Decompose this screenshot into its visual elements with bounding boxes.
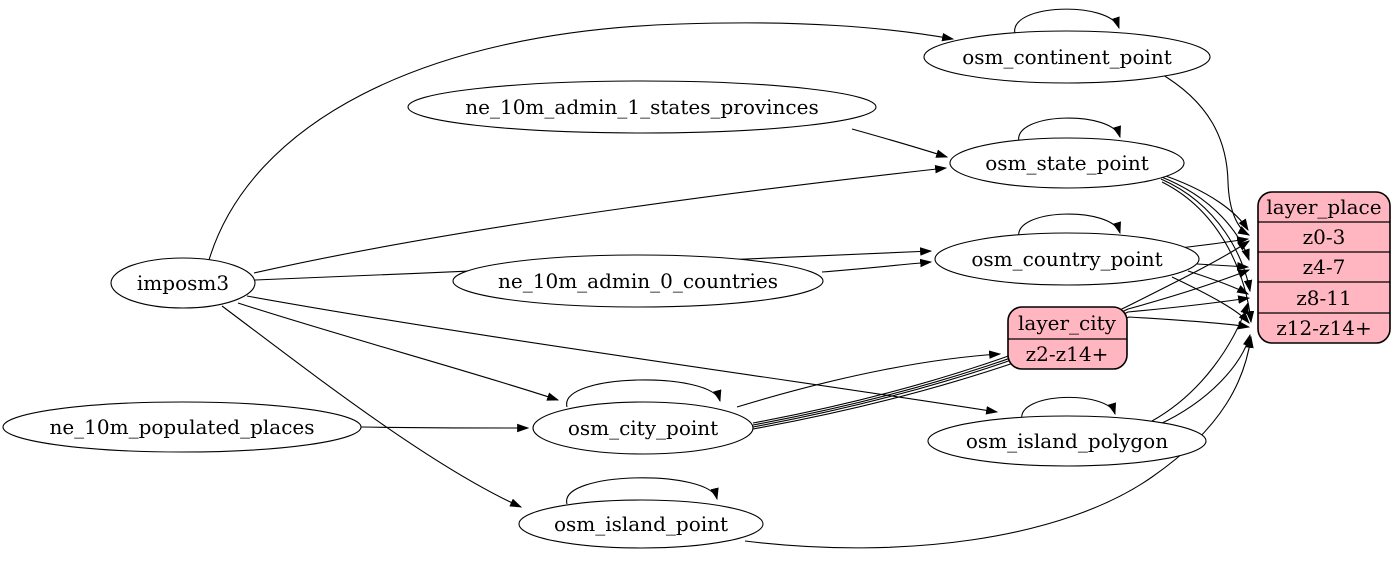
edge-osm_state_point-to-layer_place-z4-7 — [1158, 175, 1250, 262]
record-layer_place-box — [1257, 191, 1391, 344]
record-layer_place-row-z0-3: z0-3 — [1303, 225, 1346, 249]
node-osm_island_point-label: osm_island_point — [554, 512, 728, 536]
record-layer_city-box — [1007, 306, 1128, 370]
node-osm_island_point: osm_island_point — [518, 499, 764, 549]
node-imposm3: imposm3 — [110, 257, 256, 309]
edge-imposm3-to-osm_state_point — [253, 164, 948, 274]
self-loop-osm_island_point — [566, 477, 719, 505]
node-ne_10m_admin_1_states_provinces: ne_10m_admin_1_states_provinces — [407, 80, 877, 134]
node-ne_10m_admin_0_countries: ne_10m_admin_0_countries — [452, 254, 824, 308]
node-osm_state_point-label: osm_state_point — [985, 151, 1149, 175]
node-osm_country_point-label: osm_country_point — [971, 247, 1162, 271]
node-osm_city_point-label: osm_city_point — [568, 416, 718, 440]
edge-osm_country_point-to-layer_place-z8-11 — [1187, 270, 1250, 295]
node-osm_continent_point: osm_continent_point — [923, 30, 1211, 84]
edge-imposm3-to-osm_continent_point — [208, 22, 955, 261]
edge-osm_country_point-to-layer_place-z4-7 — [1196, 262, 1250, 271]
record-layer_city: layer_city z2-z14+ — [1007, 306, 1128, 370]
node-osm_country_point-shape — [934, 232, 1200, 286]
node-ne_10m_admin_1_states_provinces-label: ne_10m_admin_1_states_provinces — [465, 95, 818, 119]
node-osm_city_point: osm_city_point — [532, 401, 754, 455]
edge-osm_country_point-to-layer_place-z0-3 — [1179, 236, 1250, 249]
node-osm_state_point: osm_state_point — [949, 137, 1185, 189]
edge-ne_10m_populated_places-to-osm_city_point — [360, 423, 530, 433]
edge-imposm3-to-osm_island_polygon — [246, 295, 999, 415]
node-osm_continent_point-label: osm_continent_point — [962, 45, 1172, 69]
edge-ne_10m_admin_0_countries-to-osm_country_point — [821, 258, 933, 273]
edge-osm_state_point-to-layer_place-z12-z14 — [1161, 181, 1255, 324]
record-layer_place: layer_place z0-3 z4-7 z8-11 z12-z14+ — [1257, 191, 1391, 344]
edge-osm_island_point-to-layer_place-z12-z14 — [744, 335, 1254, 549]
node-osm_island_polygon-label: osm_island_polygon — [966, 429, 1168, 453]
node-osm_island_point-shape — [518, 499, 764, 549]
node-osm_continent_point-shape — [923, 30, 1211, 84]
node-osm_state_point-shape — [949, 137, 1185, 189]
self-loop-osm_city_point — [566, 379, 722, 408]
node-ne_10m_populated_places: ne_10m_populated_places — [2, 401, 362, 453]
node-ne_10m_populated_places-label: ne_10m_populated_places — [49, 415, 314, 439]
edge-osm_city_point-to-layer_place-z4-7 — [752, 269, 1251, 426]
node-osm_island_polygon-shape — [927, 415, 1207, 467]
node-ne_10m_populated_places-shape — [2, 401, 362, 453]
self-loop-osm_state_point — [1018, 117, 1121, 143]
edge-osm_country_point-to-layer_place-z12-z14 — [1171, 276, 1250, 324]
node-ne_10m_admin_1_states_provinces-shape — [407, 80, 877, 134]
node-osm_city_point-shape — [532, 401, 754, 455]
record-layer_place-title: layer_place — [1266, 195, 1381, 219]
node-osm_island_polygon: osm_island_polygon — [927, 415, 1207, 467]
node-ne_10m_admin_0_countries-shape — [452, 254, 824, 308]
self-loop-osm_continent_point — [1014, 8, 1120, 35]
edge-osm_city_point-to-layer_city-z2-z14 — [736, 350, 1002, 408]
edge-imposm3-to-osm_island_point — [221, 305, 523, 508]
self-loop-osm_country_point — [1018, 213, 1121, 239]
edge-osm_state_point-to-layer_place-z0-3 — [1156, 172, 1249, 232]
edges-layer — [208, 8, 1255, 549]
node-imposm3-shape — [110, 257, 256, 309]
edge-imposm3-to-osm_city_point — [237, 302, 560, 401]
self-loop-osm_island_polygon — [1021, 396, 1116, 421]
record-layer_city-title: layer_city — [1018, 311, 1117, 335]
record-layer_place-row-z8-11: z8-11 — [1296, 286, 1351, 310]
edge-osm_island_polygon-to-layer_place-z12-z14 — [1157, 333, 1252, 426]
record-layer_city-row-z2-z14: z2-z14+ — [1026, 342, 1109, 366]
record-layer_place-row-z4-7: z4-7 — [1303, 255, 1346, 279]
node-imposm3-label: imposm3 — [137, 271, 229, 295]
edge-osm_island_polygon-to-layer_place-z8-11 — [1151, 301, 1249, 422]
edge-osm_state_point-to-layer_place-z8-11 — [1160, 178, 1253, 293]
node-ne_10m_admin_0_countries-label: ne_10m_admin_0_countries — [498, 269, 778, 293]
record-layer_place-row-z12-z14: z12-z14+ — [1276, 316, 1372, 340]
edge-ne_10m_admin_1_states_provinces-to-osm_state_point — [851, 128, 949, 158]
edge-osm_continent_point-to-layer_place-z0-3 — [1157, 71, 1251, 236]
node-osm_country_point: osm_country_point — [934, 232, 1200, 286]
